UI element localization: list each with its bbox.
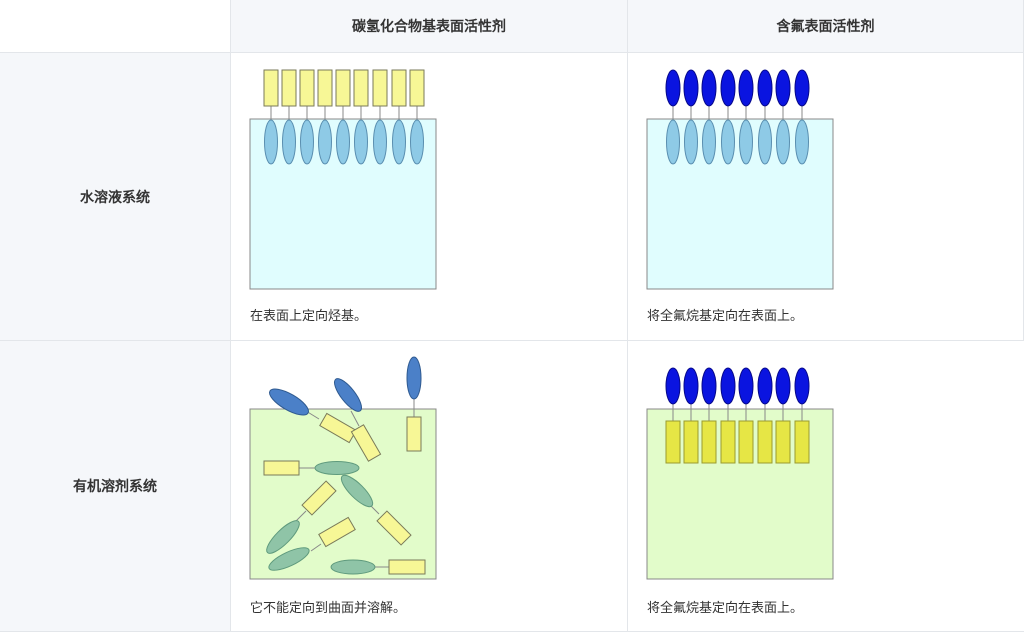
oriented-fluoro-surfactants xyxy=(665,69,810,165)
table-corner xyxy=(0,0,231,53)
hydrophilic-head xyxy=(684,119,698,165)
column-header-hydrocarbon: 碳氢化合物基表面活性剂 xyxy=(231,0,628,53)
perfluoroalkyl-group xyxy=(775,69,791,107)
hydrocarbon-tail xyxy=(391,69,407,107)
hydrophilic-head xyxy=(392,119,406,165)
cell-organic-fluorinated: 将全氟烷基定向在表面上。 xyxy=(628,341,1024,632)
perfluoroalkyl-group xyxy=(683,367,699,405)
hydrophilic-head xyxy=(264,119,278,165)
hydrocarbon-segment xyxy=(757,420,773,464)
perfluoroalkyl-group xyxy=(738,367,754,405)
cell-organic-hydrocarbon: 它不能定向到曲面并溶解。 xyxy=(231,341,628,632)
perfluoroalkyl-group xyxy=(738,69,754,107)
cell-aqueous-hydrocarbon: 在表面上定向烃基。 xyxy=(231,53,628,341)
hydrophilic-head xyxy=(795,119,809,165)
perfluoroalkyl-group xyxy=(701,367,717,405)
hydrocarbon-tail xyxy=(335,69,351,107)
surfactant-molecule xyxy=(269,388,357,444)
surfactant-molecule xyxy=(268,516,356,571)
hydrophilic-head xyxy=(702,119,716,165)
row-header-organic: 有机溶剂系统 xyxy=(0,341,231,632)
diagram-organic-fluorinated xyxy=(646,367,834,580)
perfluoroalkyl-group xyxy=(757,367,773,405)
hydrophilic-head xyxy=(336,119,350,165)
hydrocarbon-tail xyxy=(281,69,297,107)
surfactant-molecule xyxy=(406,356,422,452)
hydrocarbon-segment xyxy=(665,420,681,464)
diagram-aqueous-hydrocarbon xyxy=(249,69,437,290)
row-header-aqueous: 水溶液系统 xyxy=(0,53,231,341)
oriented-hydrocarbon-surfactants xyxy=(263,69,425,165)
hydrocarbon-tail xyxy=(263,69,279,107)
perfluoroalkyl-group xyxy=(794,367,810,405)
surfactant-molecule xyxy=(340,474,412,546)
hydrophilic-head xyxy=(666,119,680,165)
disordered-hydrocarbon-surfactants xyxy=(263,356,426,575)
hydrophilic-head xyxy=(373,119,387,165)
hydrophilic-head xyxy=(300,119,314,165)
hydrophilic-head xyxy=(282,119,296,165)
hydrophilic-head xyxy=(776,119,790,165)
perfluoroalkyl-group xyxy=(665,69,681,107)
hydrophilic-head xyxy=(410,119,424,165)
hydrocarbon-tail xyxy=(372,69,388,107)
caption-aqueous-hydrocarbon: 在表面上定向烃基。 xyxy=(250,309,368,324)
perfluoroalkyl-group xyxy=(720,69,736,107)
perfluoroalkyl-group xyxy=(775,367,791,405)
hydrocarbon-segment xyxy=(775,420,791,464)
surfactant-molecule xyxy=(334,378,382,462)
surfactant-molecule xyxy=(263,460,360,476)
hydrophilic-head xyxy=(721,119,735,165)
surfactant-molecule xyxy=(330,559,426,575)
diagram-organic-hydrocarbon xyxy=(249,356,437,580)
hydrocarbon-segment xyxy=(794,420,810,464)
column-header-fluorinated: 含氟表面活性剂 xyxy=(628,0,1024,53)
hydrocarbon-tail xyxy=(317,69,333,107)
perfluoroalkyl-group xyxy=(665,367,681,405)
hydrocarbon-segment xyxy=(738,420,754,464)
caption-organic-fluorinated: 将全氟烷基定向在表面上。 xyxy=(647,601,804,616)
oriented-fluoro-surfactants xyxy=(665,367,810,464)
perfluoroalkyl-group xyxy=(683,69,699,107)
hydrophilic-head xyxy=(758,119,772,165)
caption-organic-hydrocarbon: 它不能定向到曲面并溶解。 xyxy=(250,601,407,616)
hydrocarbon-segment xyxy=(683,420,699,464)
hydrophilic-head xyxy=(354,119,368,165)
hydrocarbon-tail xyxy=(299,69,315,107)
caption-aqueous-fluorinated: 将全氟烷基定向在表面上。 xyxy=(647,309,804,324)
perfluoroalkyl-group xyxy=(701,69,717,107)
perfluoroalkyl-group xyxy=(794,69,810,107)
hydrophilic-head xyxy=(318,119,332,165)
surfactant-molecule xyxy=(266,480,337,554)
diagram-aqueous-fluorinated xyxy=(646,69,834,290)
hydrocarbon-tail xyxy=(409,69,425,107)
hydrophilic-head xyxy=(739,119,753,165)
hydrocarbon-segment xyxy=(720,420,736,464)
cell-aqueous-fluorinated: 将全氟烷基定向在表面上。 xyxy=(628,53,1024,341)
hydrocarbon-tail xyxy=(353,69,369,107)
perfluoroalkyl-group xyxy=(757,69,773,107)
perfluoroalkyl-group xyxy=(720,367,736,405)
hydrocarbon-segment xyxy=(701,420,717,464)
